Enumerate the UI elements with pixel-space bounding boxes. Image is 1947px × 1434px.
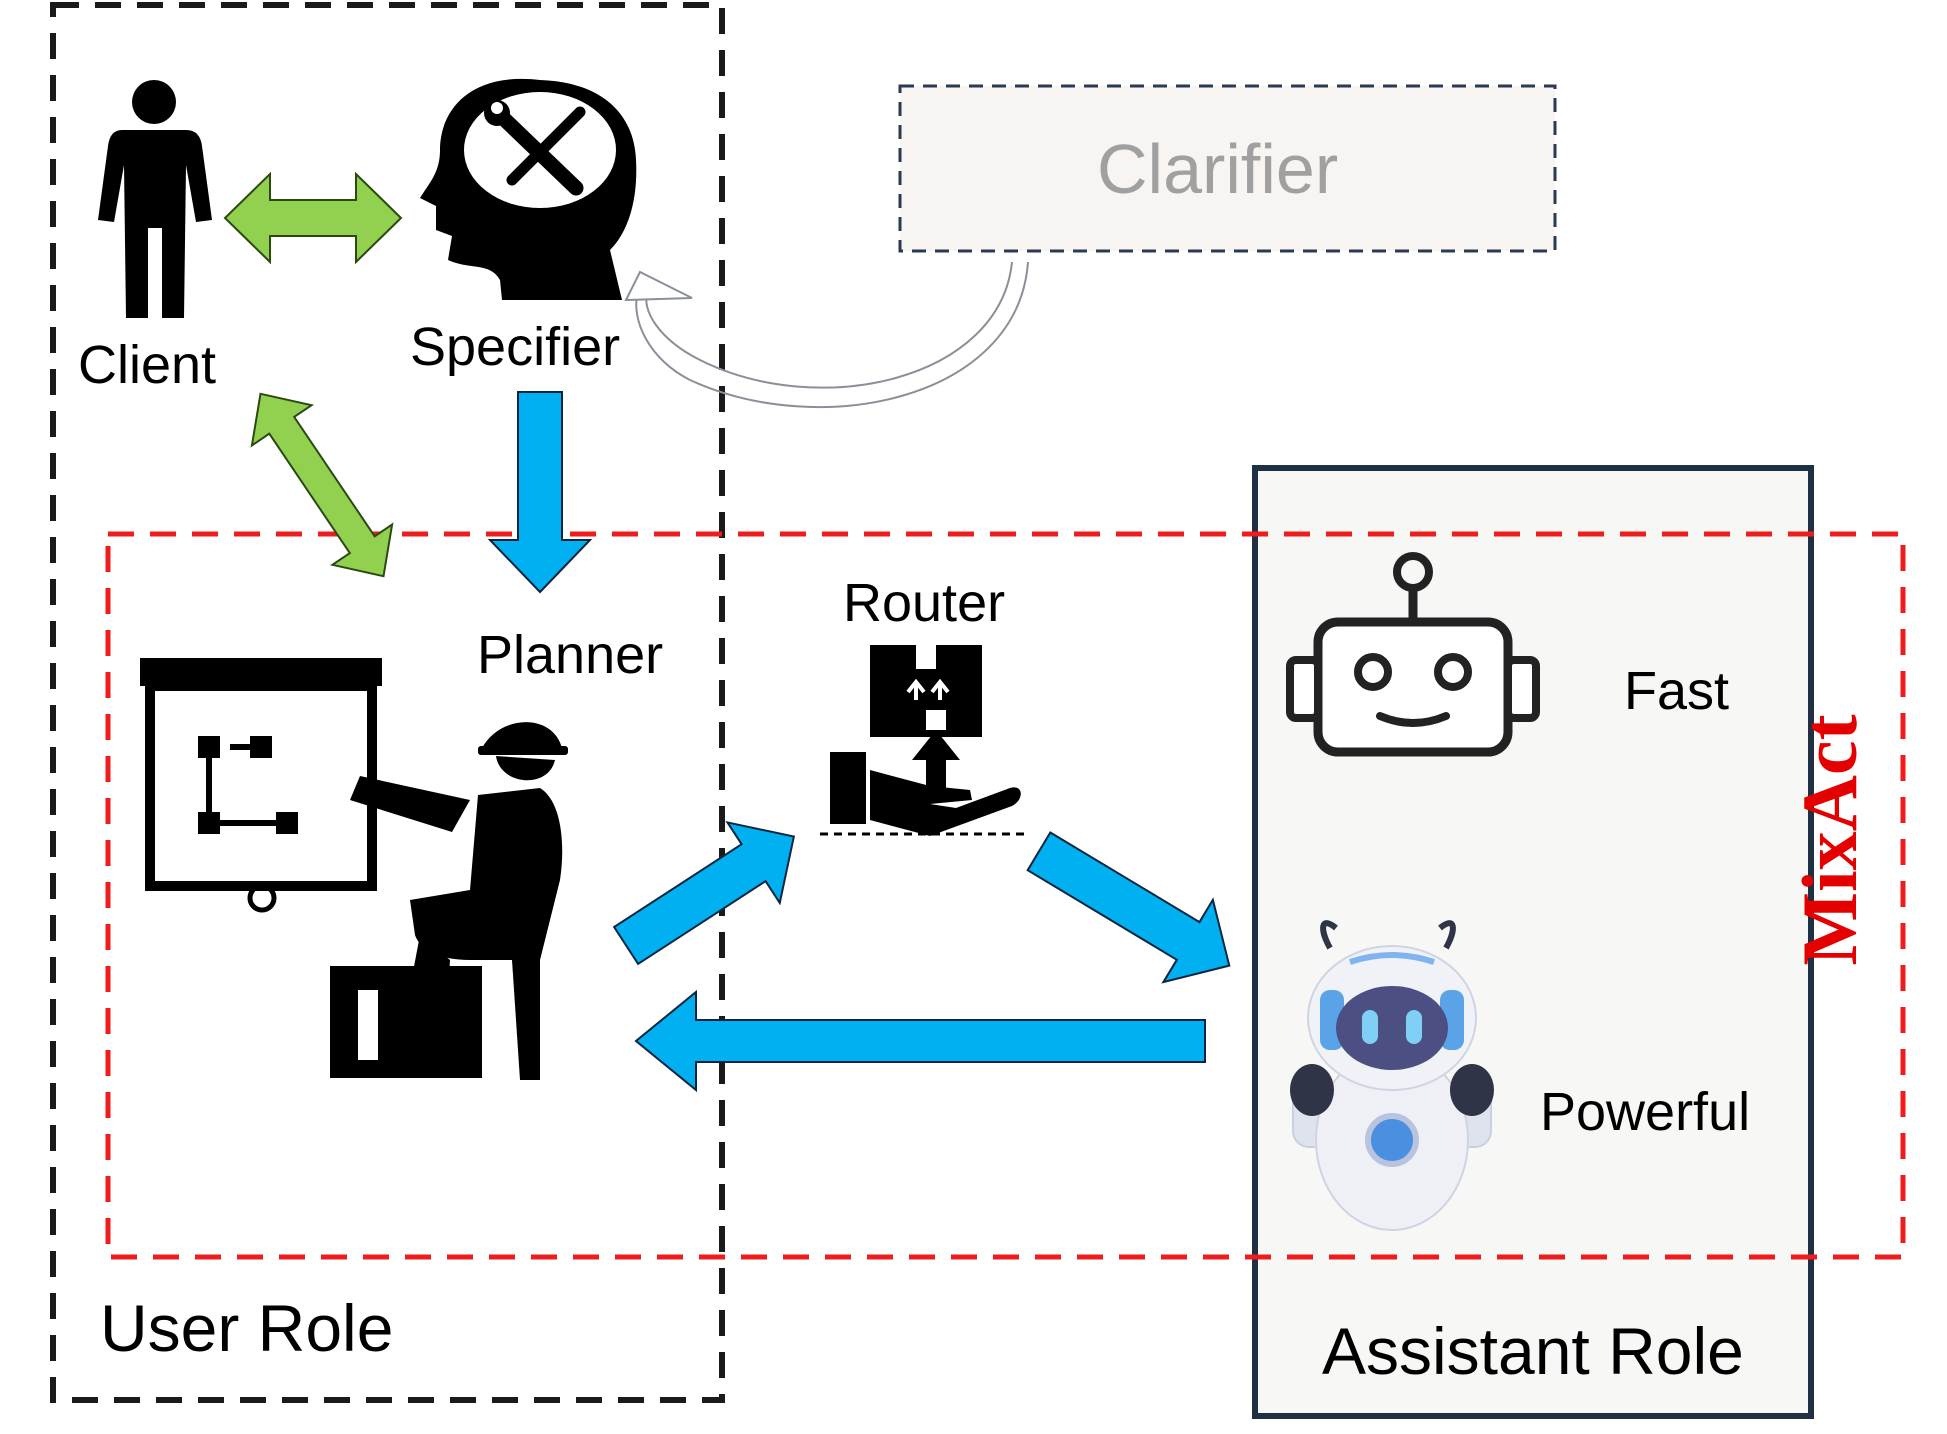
robot-face-icon [1286, 552, 1540, 757]
user-role-label: User Role [100, 1291, 394, 1365]
clarifier-box [898, 84, 1557, 253]
planner-label: Planner [477, 625, 664, 685]
client-specifier-arrow [223, 171, 403, 265]
assistant-role-label: Assistant Role [1322, 1314, 1744, 1388]
client-label: Client [78, 335, 217, 395]
specifier-label: Specifier [410, 317, 621, 377]
specifier-planner-arrow [487, 391, 593, 594]
mixact-box [105, 531, 1906, 1260]
router-label: Router [843, 573, 1006, 633]
client-planner-arrow [250, 392, 394, 578]
powerful-model-label: Powerful [1540, 1082, 1751, 1142]
clarifier-label: Clarifier [1097, 130, 1339, 208]
clarifier-feedback-arrow [624, 261, 1029, 408]
head-with-tools-icon [420, 78, 637, 300]
robot-character-icon [1290, 920, 1494, 1231]
assistant-planner-arrow [634, 989, 1206, 1093]
planner-router-arrow [612, 820, 796, 966]
hand-with-package-icon [820, 645, 1024, 836]
person-icon [98, 80, 212, 318]
assistant-role-box [1252, 465, 1814, 1419]
router-assistant-arrow [1026, 831, 1231, 984]
presenter-at-board-icon [140, 658, 568, 1080]
user-role-box [50, 2, 725, 1403]
mixact-label: MixAct [1786, 714, 1873, 966]
fast-model-label: Fast [1624, 661, 1730, 721]
